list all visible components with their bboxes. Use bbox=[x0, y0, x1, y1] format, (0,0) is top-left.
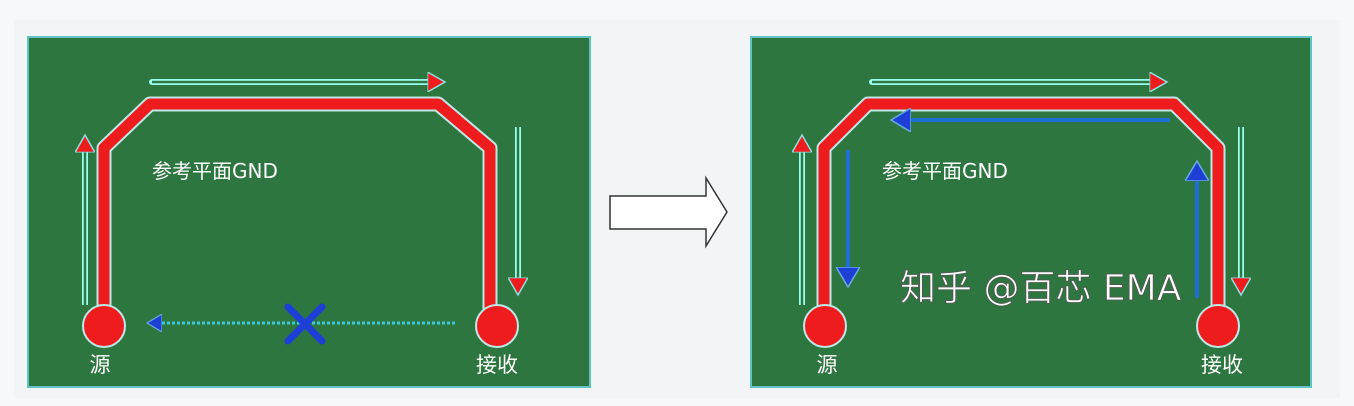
receiver-label: 接收 bbox=[1201, 353, 1243, 377]
source-label: 源 bbox=[90, 353, 111, 377]
blocked-x-icon bbox=[284, 303, 326, 345]
receiver-label: 接收 bbox=[476, 353, 518, 377]
plane-label: 参考平面GND bbox=[882, 159, 1008, 183]
transition-arrow-icon bbox=[609, 175, 728, 249]
plane-label: 参考平面GND bbox=[152, 159, 278, 183]
source-label: 源 bbox=[817, 353, 838, 377]
right-panel: 参考平面GND 源 接收 bbox=[750, 36, 1312, 388]
source-pad bbox=[82, 304, 126, 348]
signal-trace bbox=[818, 98, 1224, 315]
receiver-pad bbox=[1196, 304, 1240, 348]
receiver-pad bbox=[475, 304, 519, 348]
source-pad bbox=[803, 304, 847, 348]
signal-trace bbox=[98, 98, 496, 315]
watermark: 知乎 @百芯 EMA bbox=[900, 268, 1182, 309]
left-panel: 参考平面GND 源 接收 bbox=[27, 36, 591, 388]
